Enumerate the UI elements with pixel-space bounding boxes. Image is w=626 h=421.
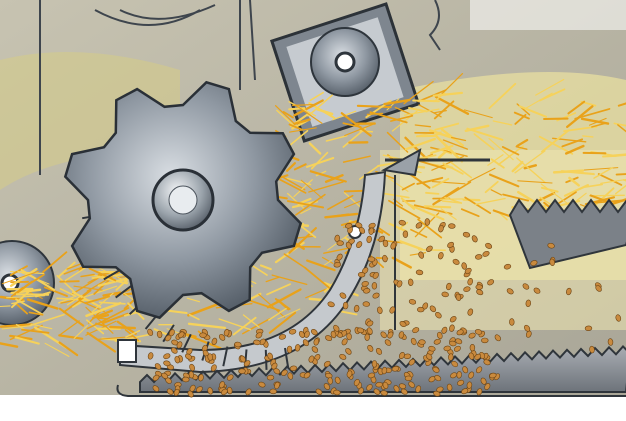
grain-kernel [481, 338, 488, 343]
grain-kernel [337, 241, 344, 246]
grain-kernel [267, 375, 274, 380]
straw-stroke [0, 306, 10, 307]
straw-stroke [425, 206, 450, 207]
straw-stroke [464, 200, 480, 201]
grain-kernel [417, 307, 424, 312]
grain-kernel [372, 282, 377, 289]
grain-kernel [372, 361, 377, 368]
straw-stroke [583, 136, 593, 137]
grain-kernel [408, 279, 413, 286]
grain-kernel [448, 353, 454, 360]
grain-kernel [608, 338, 614, 345]
grain-kernel [526, 300, 532, 307]
grain-kernel [287, 346, 292, 353]
straw-stroke [110, 327, 134, 328]
grain-kernel [403, 231, 408, 238]
grain-kernel [448, 224, 455, 229]
grain-kernel [476, 285, 483, 290]
threshing-drum-axle [169, 186, 197, 214]
grain-kernel [405, 376, 412, 381]
bottom-margin [0, 395, 626, 421]
grain-kernel [418, 339, 425, 344]
grain-kernel [457, 371, 462, 378]
grain-kernel [346, 333, 351, 340]
straw-stroke [603, 156, 615, 157]
grain-kernel [270, 389, 277, 394]
straw-stroke [60, 281, 79, 282]
straw-stroke [590, 195, 625, 196]
grain-kernel [363, 301, 370, 306]
grain-kernel [239, 369, 246, 374]
grain-kernel [343, 302, 348, 309]
grain-kernel [199, 333, 206, 338]
grain-kernel [182, 377, 189, 382]
grain-kernel [425, 219, 430, 226]
straw-stroke [358, 106, 391, 107]
background-highlight [470, 0, 626, 30]
grain-kernel [295, 344, 301, 351]
grain-kernel [368, 257, 375, 262]
straw-stroke [426, 193, 439, 194]
grain-kernel [358, 272, 365, 277]
grain-kernel [589, 346, 595, 353]
grain-kernel [327, 377, 332, 384]
concave-bracket [118, 340, 136, 362]
grain-kernel [509, 319, 514, 326]
grain-kernel [470, 344, 475, 351]
grain-kernel [376, 382, 383, 387]
grain-kernel [585, 326, 592, 331]
beater-drum-hub [336, 53, 354, 71]
